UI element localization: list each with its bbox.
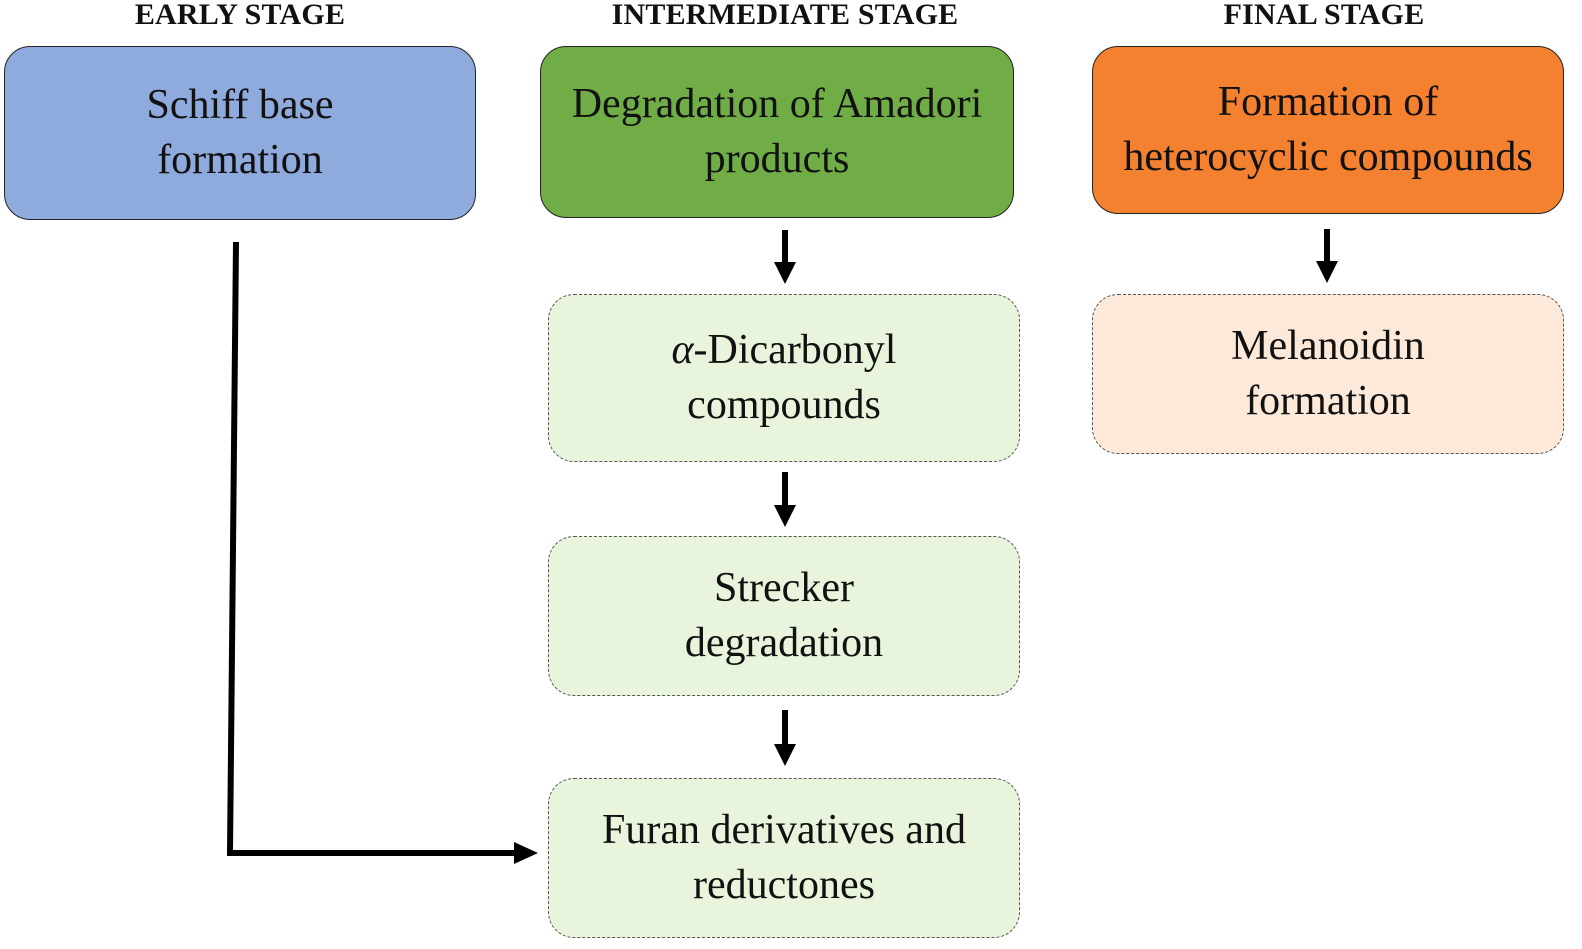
- intermediate-stage-heading: INTERMEDIATE STAGE: [611, 0, 959, 31]
- heterocyclic-line-1: Formation of: [1217, 79, 1439, 125]
- strecker-line-2: degradation: [684, 620, 884, 666]
- final-stage-heading: FINAL STAGE: [1223, 0, 1425, 31]
- dicarbonyl-line-1-text: -Dicarbonyl: [693, 327, 897, 373]
- arrow-dicarbonyl-to-strecker: [774, 472, 796, 527]
- amadori-line-2: products: [704, 136, 850, 182]
- melanoidin-line-2: formation: [1245, 378, 1411, 424]
- alpha-symbol: α: [671, 327, 694, 373]
- arrow-schiff-to-furan: [226, 241, 538, 864]
- schiff-base-formation-box: Schiff base formation: [4, 46, 476, 220]
- melanoidin-formation-box: Melanoidin formation: [1092, 294, 1564, 454]
- arrow-strecker-to-furan: [774, 710, 796, 766]
- amadori-line-1: Degradation of Amadori: [571, 81, 983, 127]
- early-stage-heading: EARLY STAGE: [134, 0, 346, 31]
- heterocyclic-line-2: heterocyclic compounds: [1123, 134, 1533, 180]
- amadori-degradation-box: Degradation of Amadori products: [540, 46, 1014, 218]
- melanoidin-line-1: Melanoidin: [1231, 323, 1425, 369]
- schiff-line-1: Schiff base: [146, 82, 334, 128]
- strecker-line-1: Strecker: [714, 565, 854, 611]
- dicarbonyl-line-1: α-Dicarbonyl: [672, 323, 897, 378]
- arrow-amadori-to-dicarbonyl: [774, 230, 796, 284]
- strecker-degradation-box: Strecker degradation: [548, 536, 1020, 696]
- dicarbonyl-line-2: compounds: [687, 382, 881, 428]
- arrow-heterocyclic-to-melanoidin: [1316, 229, 1338, 283]
- heterocyclic-compounds-box: Formation of heterocyclic compounds: [1092, 46, 1564, 214]
- furan-line-1: Furan derivatives and: [602, 807, 966, 853]
- furan-line-2: reductones: [693, 862, 875, 908]
- schiff-line-2: formation: [157, 137, 323, 183]
- furan-derivatives-box: Furan derivatives and reductones: [548, 778, 1020, 938]
- dicarbonyl-compounds-box: α-Dicarbonyl compounds: [548, 294, 1020, 462]
